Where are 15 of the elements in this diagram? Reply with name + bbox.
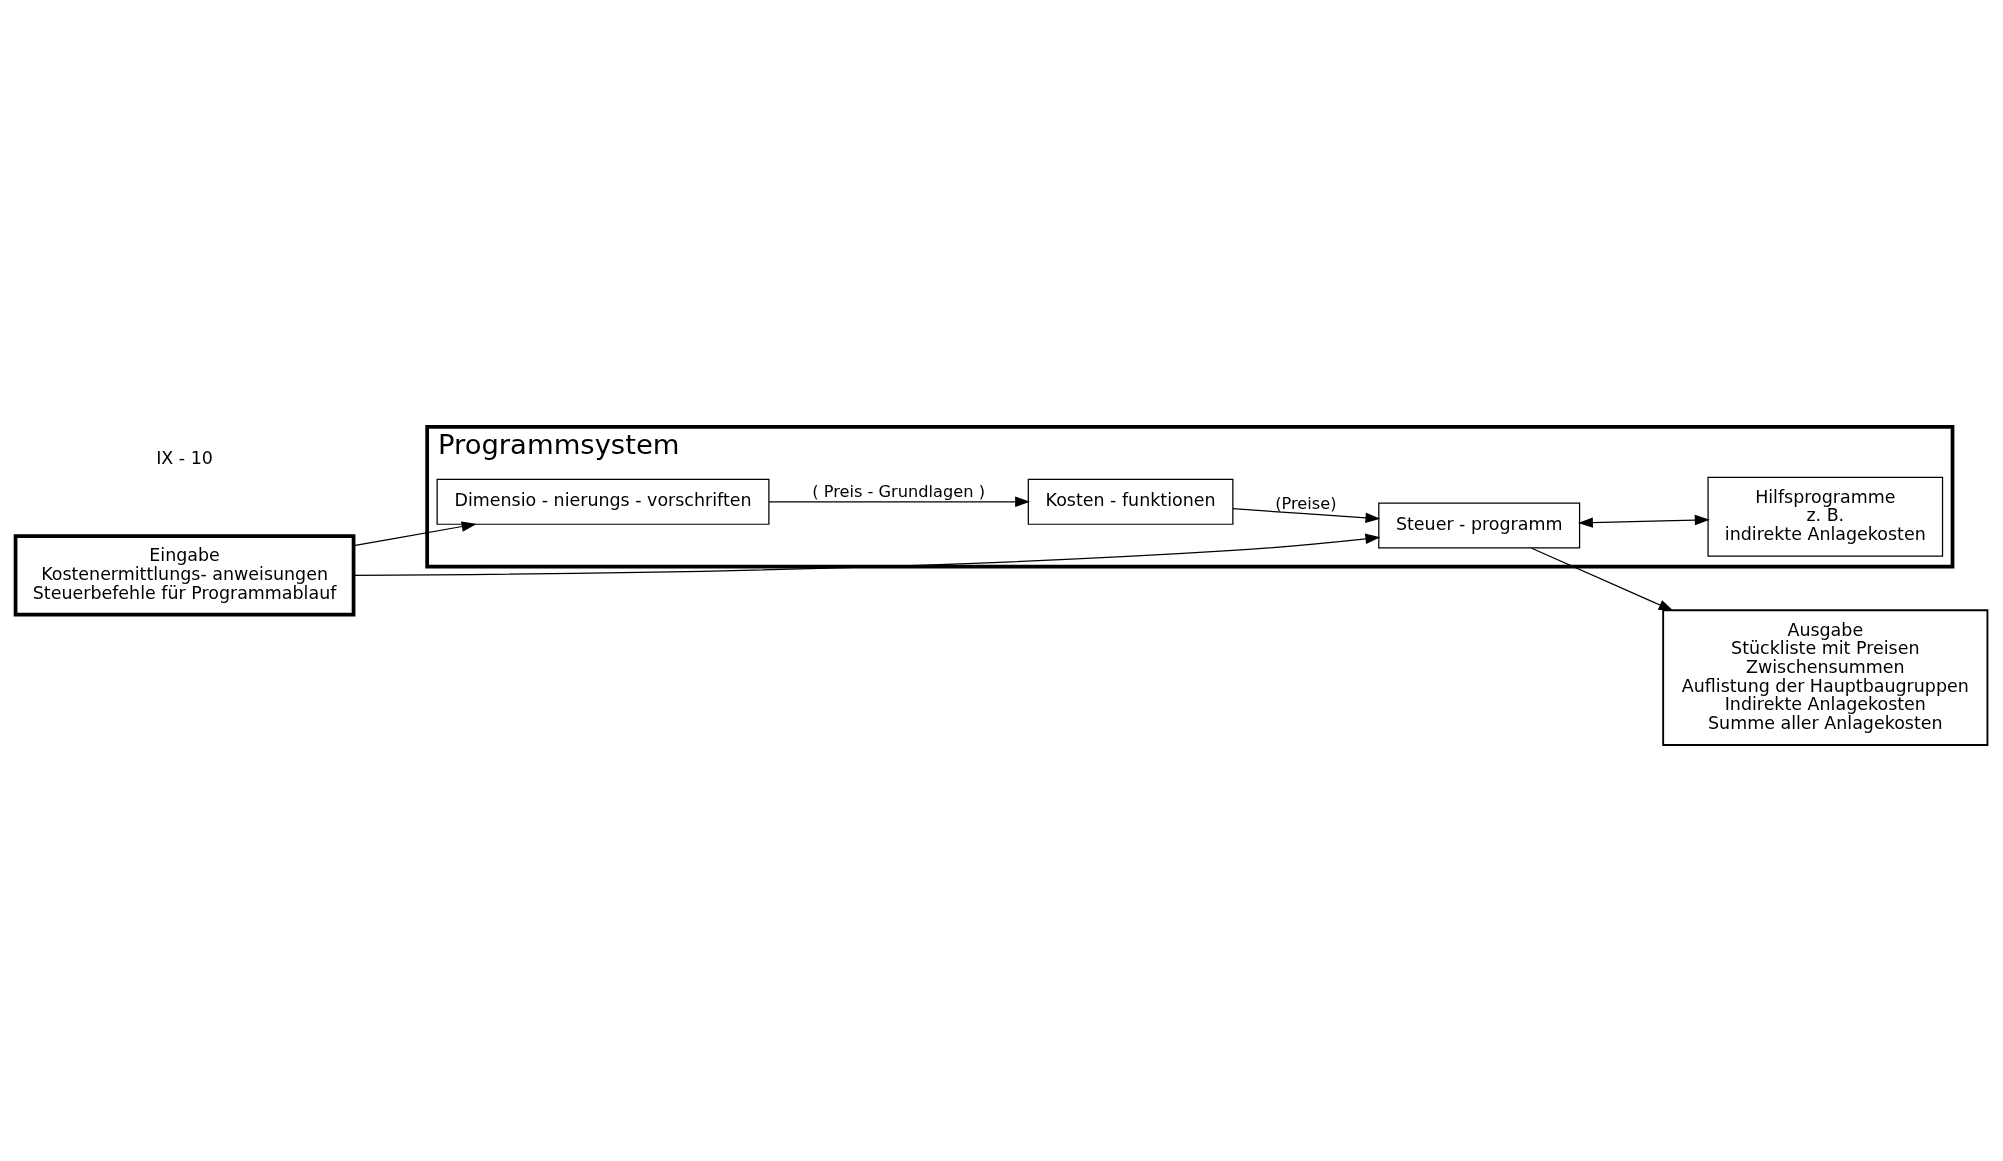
label: IX - 10 [156, 447, 213, 468]
arrow [768, 496, 1031, 507]
node-box: Steuer - programm [1378, 501, 1581, 549]
node-box: Dimensio - nierungs - vorschriften [436, 478, 770, 525]
arrow [353, 533, 1381, 576]
node-box: Ausgabe Stückliste mit Preisen Zwischensummen Auflistung der Hauptbaugruppen Indirekte Anlagekosten Summe aller Anlagekosten [1662, 608, 1989, 746]
edge-label: (Preise) [1275, 493, 1337, 513]
node-box: Eingabe Kostenermittlungs- anweisungen Steuerbefehle für Programmablauf [13, 533, 356, 617]
node-box: Kosten - funktionen [1027, 478, 1234, 525]
arrow [1232, 507, 1381, 523]
arrow [353, 520, 477, 546]
edge-label: ( Preis - Grundlagen ) [812, 481, 985, 501]
arrow [1577, 514, 1710, 528]
node-box: Hilfsprogramme z. B. indirekte Anlagekosten [1707, 476, 1944, 557]
arrow [1530, 546, 1674, 611]
